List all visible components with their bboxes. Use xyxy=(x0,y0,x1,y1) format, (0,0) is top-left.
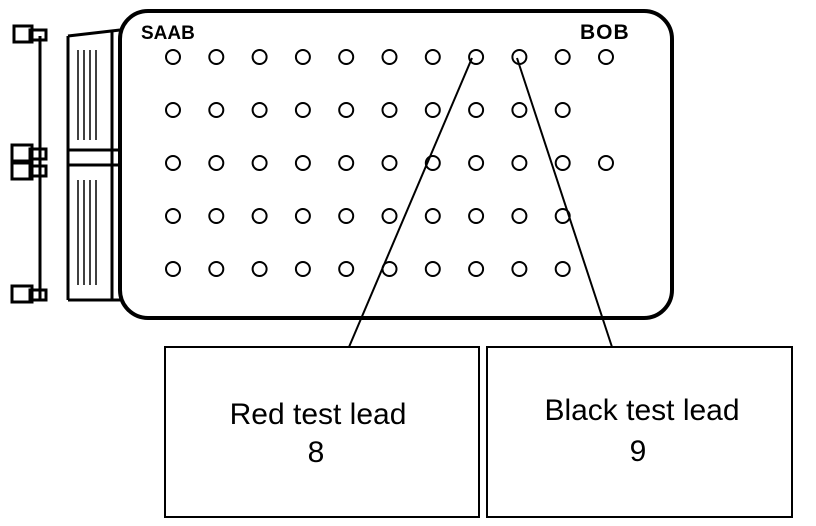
pin xyxy=(251,261,268,277)
pin xyxy=(208,261,225,277)
pin xyxy=(381,208,398,224)
pin xyxy=(208,208,225,224)
pin xyxy=(554,155,571,171)
pin xyxy=(424,102,441,118)
pin xyxy=(424,261,441,277)
breakout-box-outline xyxy=(118,9,674,320)
pin xyxy=(468,102,485,118)
red-lead-pin-number: 8 xyxy=(308,436,325,469)
red-lead-leader-line xyxy=(348,57,473,348)
pin xyxy=(165,261,181,277)
pin xyxy=(338,208,355,224)
pin xyxy=(208,155,225,171)
pin xyxy=(424,49,441,65)
pin xyxy=(598,155,614,171)
pin xyxy=(294,155,311,171)
pin xyxy=(598,49,614,65)
black-lead-callout-box xyxy=(486,346,793,518)
pin xyxy=(511,102,528,118)
pin xyxy=(381,49,398,65)
pin xyxy=(165,49,181,65)
connector-plug-middle xyxy=(10,143,48,181)
pin xyxy=(251,208,268,224)
connector-assembly xyxy=(38,28,121,302)
black-lead-label: Black test lead xyxy=(544,394,739,427)
pin xyxy=(165,155,181,171)
pin xyxy=(338,102,355,118)
pin-red-lead xyxy=(468,49,485,65)
pin xyxy=(468,208,485,224)
connector-plug-top xyxy=(12,24,48,44)
pin xyxy=(381,102,398,118)
pin xyxy=(294,49,311,65)
pin xyxy=(251,155,268,171)
brand-label: SAAB xyxy=(141,23,195,44)
red-lead-label: Red test lead xyxy=(230,398,407,431)
black-lead-pin-number: 9 xyxy=(630,435,647,468)
pin xyxy=(251,102,268,118)
pin xyxy=(468,261,485,277)
pin xyxy=(424,208,441,224)
pin xyxy=(165,102,181,118)
pin xyxy=(381,155,398,171)
pin xyxy=(338,261,355,277)
red-lead-callout-box xyxy=(164,346,480,518)
pin xyxy=(294,102,311,118)
pin xyxy=(511,155,528,171)
pin xyxy=(554,102,571,118)
pin xyxy=(554,49,571,65)
pin xyxy=(251,49,268,65)
pin xyxy=(208,49,225,65)
pin xyxy=(294,208,311,224)
pin xyxy=(165,208,181,224)
pin xyxy=(468,155,485,171)
pin xyxy=(294,261,311,277)
pin xyxy=(511,208,528,224)
pin-grid xyxy=(165,49,614,277)
black-lead-leader-line xyxy=(516,57,613,348)
pin xyxy=(511,261,528,277)
connector-plug-bottom xyxy=(10,284,48,304)
device-label: BOB xyxy=(580,21,630,44)
pin xyxy=(338,49,355,65)
pin xyxy=(208,102,225,118)
pin-black-lead xyxy=(511,49,528,65)
pin xyxy=(554,261,571,277)
pin xyxy=(338,155,355,171)
